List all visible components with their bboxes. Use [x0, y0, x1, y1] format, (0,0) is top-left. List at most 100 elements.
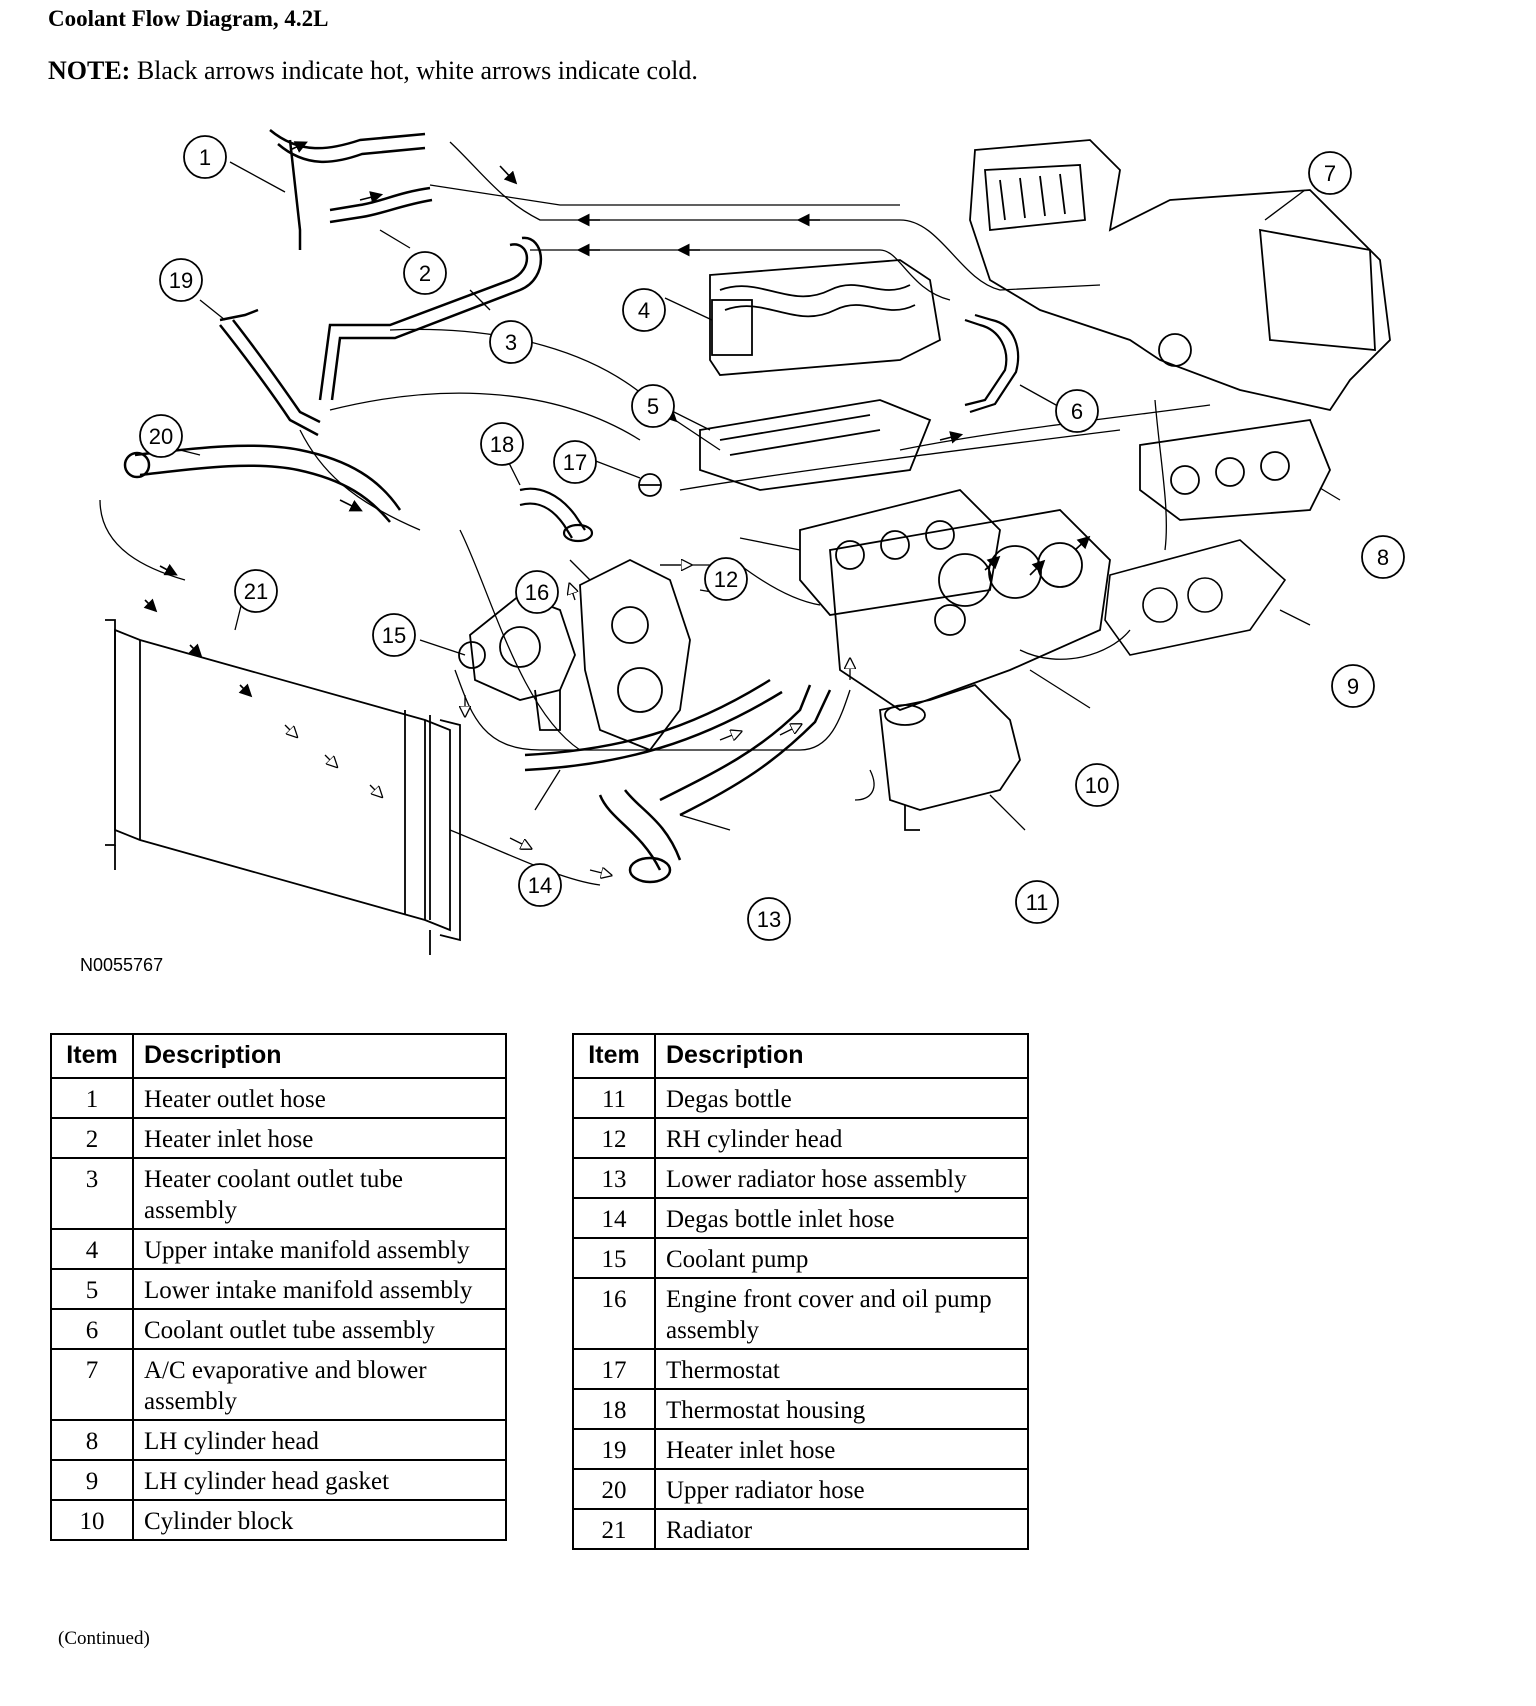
item-description: Lower intake manifold assembly — [132, 1268, 507, 1310]
radiator — [105, 619, 461, 955]
item-number: 6 — [50, 1308, 134, 1350]
callout-15: 15 — [372, 613, 416, 657]
callout-5: 5 — [631, 384, 675, 428]
callouts: 1 2 3 4 5 6 7 8 9 10 11 12 13 14 15 16 1… — [139, 135, 1405, 941]
thermostat-housing — [519, 487, 594, 543]
item-number: 2 — [50, 1117, 134, 1159]
item-number: 17 — [572, 1348, 656, 1390]
item-description: Heater coolant outlet tube assembly — [132, 1157, 507, 1230]
item-description: Heater outlet hose — [132, 1077, 507, 1119]
item-description: Engine front cover and oil pump assembly — [654, 1277, 1029, 1350]
upper-intake-manifold — [709, 259, 941, 376]
item-description: Upper radiator hose — [654, 1468, 1029, 1510]
hot-arrows — [143, 141, 1094, 698]
item-number: 20 — [572, 1468, 656, 1510]
item-number: 15 — [572, 1237, 656, 1279]
callout-21: 21 — [234, 569, 278, 613]
callout-12: 12 — [704, 557, 748, 601]
table-header-row: Item Description — [572, 1033, 1029, 1079]
svg-text:7: 7 — [1324, 161, 1336, 186]
svg-text:21: 21 — [244, 579, 268, 604]
lh-cylinder-head-gasket — [1104, 539, 1287, 656]
lh-cylinder-head — [1139, 419, 1331, 521]
item-number: 5 — [50, 1268, 134, 1310]
degas-bottle-inlet-hose — [524, 678, 783, 772]
heater-inlet-hose-19 — [219, 308, 321, 437]
thermostat — [638, 473, 662, 497]
svg-text:8: 8 — [1377, 545, 1389, 570]
item-description: Thermostat — [654, 1348, 1029, 1390]
callout-13: 13 — [747, 897, 791, 941]
lower-intake-manifold — [699, 399, 932, 491]
svg-text:16: 16 — [525, 580, 549, 605]
item-description: Cylinder block — [132, 1499, 507, 1541]
degas-bottle — [879, 683, 1021, 831]
callout-19: 19 — [159, 258, 203, 302]
svg-text:14: 14 — [528, 873, 552, 898]
item-number: 7 — [50, 1348, 134, 1421]
heater-coolant-outlet-tube — [318, 236, 543, 401]
item-description: Degas bottle inlet hose — [654, 1197, 1029, 1239]
item-description: Degas bottle — [654, 1077, 1029, 1119]
item-description: Thermostat housing — [654, 1388, 1029, 1430]
item-description: Lower radiator hose assembly — [654, 1157, 1029, 1199]
callout-11: 11 — [1015, 880, 1059, 924]
svg-text:20: 20 — [149, 424, 173, 449]
leader-lines — [179, 161, 1341, 831]
svg-text:15: 15 — [382, 623, 406, 648]
callout-8: 8 — [1361, 535, 1405, 579]
item-description: Upper intake manifold assembly — [132, 1228, 507, 1270]
svg-text:19: 19 — [169, 268, 193, 293]
item-number: 19 — [572, 1428, 656, 1470]
svg-text:2: 2 — [419, 261, 431, 286]
lower-radiator-hose — [598, 684, 832, 884]
callout-20: 20 — [139, 414, 183, 458]
svg-text:11: 11 — [1026, 890, 1049, 915]
item-description: LH cylinder head — [132, 1419, 507, 1461]
callout-3: 3 — [489, 320, 533, 364]
coolant-pump — [458, 593, 576, 731]
callout-14: 14 — [518, 863, 562, 907]
item-description: RH cylinder head — [654, 1117, 1029, 1159]
figure-id: N0055767 — [80, 955, 164, 975]
header-item: Item — [50, 1033, 134, 1079]
item-description: Coolant pump — [654, 1237, 1029, 1279]
svg-text:13: 13 — [757, 907, 781, 932]
svg-text:18: 18 — [490, 432, 514, 457]
item-description: Coolant outlet tube assembly — [132, 1308, 507, 1350]
engine-front-cover — [579, 558, 691, 752]
coolant-flow-diagram: 1 2 3 4 5 6 7 8 9 10 11 12 13 14 15 16 1… — [99, 129, 1405, 955]
svg-text:5: 5 — [647, 394, 659, 419]
callout-10: 10 — [1075, 763, 1119, 807]
item-number: 14 — [572, 1197, 656, 1239]
item-number: 1 — [50, 1077, 134, 1119]
item-number: 16 — [572, 1277, 656, 1350]
coolant-outlet-tube — [964, 313, 1020, 414]
item-number: 11 — [572, 1077, 656, 1119]
callout-4: 4 — [622, 288, 666, 332]
callout-17: 17 — [553, 440, 597, 484]
cylinder-block — [829, 509, 1111, 712]
svg-text:10: 10 — [1085, 773, 1109, 798]
header-item: Item — [572, 1033, 656, 1079]
callout-18: 18 — [480, 422, 524, 466]
callout-9: 9 — [1331, 664, 1375, 708]
